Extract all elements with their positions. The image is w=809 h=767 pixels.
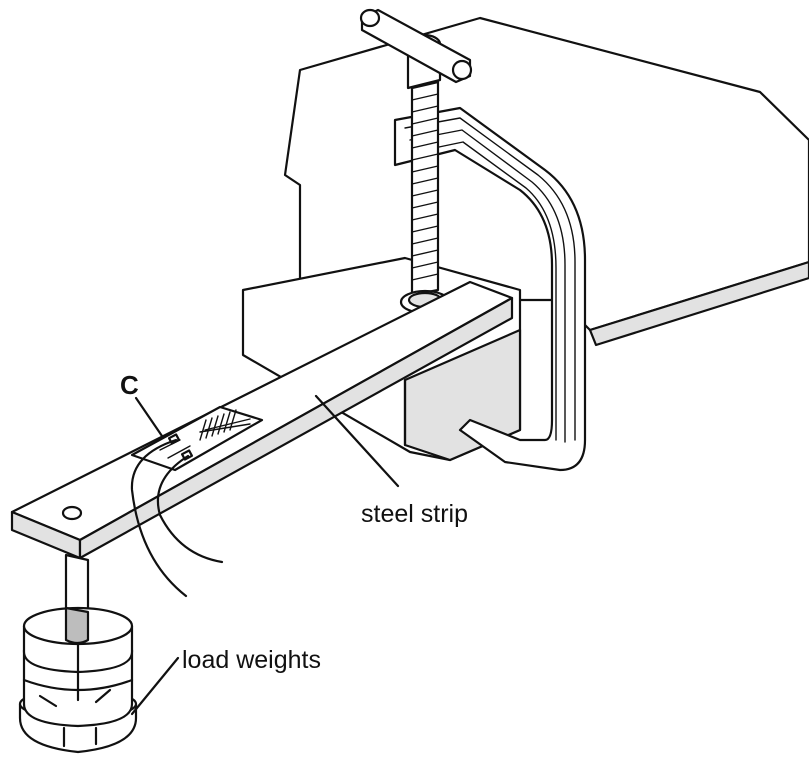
steel-strip [10, 280, 514, 560]
strain-gauge [130, 405, 264, 472]
label-load-weights: load weights [182, 646, 321, 674]
leader-lines [130, 394, 400, 716]
label-steel-strip: steel strip [361, 500, 468, 528]
load-weights [18, 606, 138, 754]
c-clamp [393, 106, 587, 472]
leader-steel-strip [314, 394, 400, 488]
label-c: C [120, 370, 139, 400]
leader-load-weights [130, 656, 180, 716]
lead-wires [130, 438, 224, 598]
strip-hole [61, 505, 83, 521]
leader-c [134, 396, 164, 438]
